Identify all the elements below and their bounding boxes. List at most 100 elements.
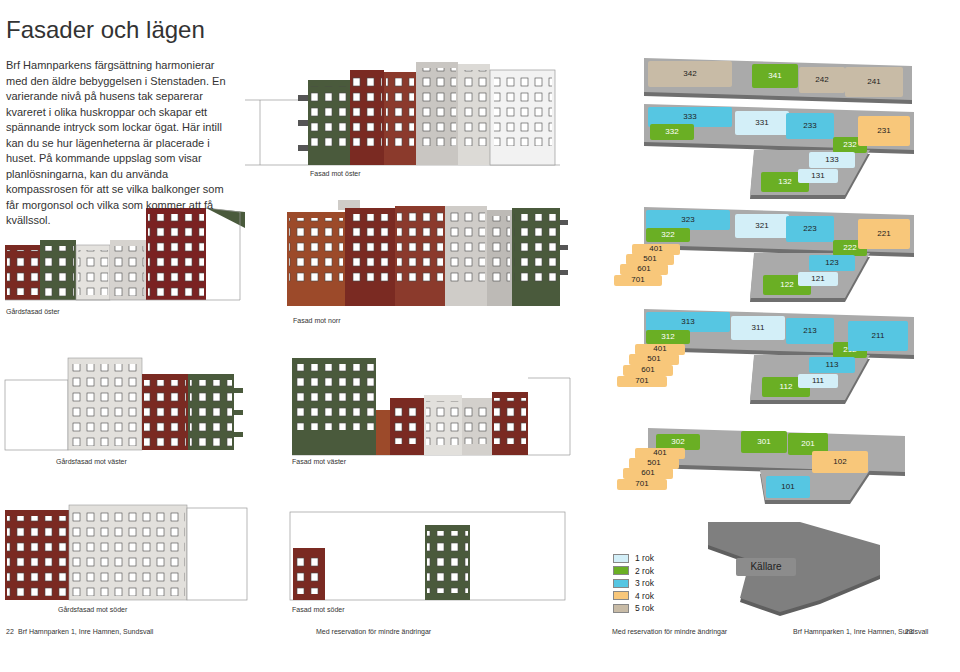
- apartment-number: 121: [811, 275, 824, 283]
- apartment-block: 332: [650, 124, 694, 140]
- legend-text: 4 rok: [635, 591, 654, 601]
- legend-row: 1 rok: [613, 553, 654, 563]
- apartment-number: 301: [757, 438, 770, 446]
- body-text: Brf Hamnparkens färgsättning harmonierar…: [6, 58, 238, 229]
- apartment-block: 102: [812, 451, 868, 473]
- apartment-number: 242: [815, 76, 828, 84]
- apartment-block: 221: [858, 219, 910, 249]
- apartment-block: 331: [735, 111, 789, 135]
- apartment-block: 601: [623, 365, 673, 376]
- legend-swatch: [613, 554, 629, 563]
- apartment-number: 313: [681, 318, 694, 326]
- apartment-number: 213: [803, 327, 816, 335]
- apartment-block: 401: [632, 244, 680, 255]
- apartment-block: 401: [635, 344, 685, 355]
- apartment-number: 701: [635, 480, 648, 488]
- apartment-number: 222: [843, 244, 856, 252]
- apartment-number: 321: [755, 222, 768, 230]
- apartment-block: 233: [786, 113, 834, 139]
- apartment-number: 331: [755, 119, 768, 127]
- apartment-number: 322: [661, 231, 674, 239]
- apartment-number: 342: [683, 70, 696, 78]
- apartment-block: 241: [845, 67, 903, 97]
- apartment-block: 601: [623, 468, 673, 479]
- facade-label: Fasad mot norr: [293, 317, 340, 324]
- facade-label: Fasad mot söder: [292, 606, 345, 613]
- apartment-number: 113: [826, 361, 839, 369]
- legend-row: 5 rok: [613, 603, 654, 613]
- apartment-number: 333: [683, 113, 696, 121]
- apartment-number: 221: [877, 230, 890, 238]
- apartment-number: 211: [872, 332, 885, 340]
- apartment-number: 122: [780, 281, 793, 289]
- apartment-block: 601: [620, 264, 668, 275]
- legend-row: 2 rok: [613, 566, 654, 576]
- apartment-number: 102: [833, 458, 846, 466]
- apartment-number: 601: [641, 469, 654, 477]
- apartment-block: 341: [752, 64, 798, 88]
- apartment-number: 231: [877, 127, 890, 135]
- apartment-block: 301: [741, 431, 787, 453]
- apartment-block: 501: [626, 254, 674, 265]
- footer-text: Med reservation för mindre ändringar: [316, 628, 431, 635]
- apartment-block: 211: [848, 321, 908, 351]
- apartment-block: 311: [731, 316, 785, 340]
- apartment-block: 701: [617, 479, 667, 490]
- legend-text: 2 rok: [635, 566, 654, 576]
- apartment-block: 401: [635, 448, 685, 459]
- facade-label: Fasad mot väster: [292, 458, 346, 465]
- apartment-block: 501: [629, 354, 679, 365]
- apartment-block: 342: [648, 61, 732, 87]
- legend-swatch: [613, 566, 629, 575]
- apartment-number: 311: [752, 324, 765, 332]
- apartment-number: 112: [780, 383, 793, 391]
- legend-row: 3 rok: [613, 578, 654, 588]
- legend-text: 1 rok: [635, 553, 654, 563]
- apartment-number: 101: [781, 483, 794, 491]
- apartment-block: 231: [858, 116, 910, 146]
- apartment-block: 323: [646, 210, 730, 230]
- apartment-number: 201: [801, 440, 814, 448]
- apartment-number: 501: [643, 255, 656, 263]
- apartment-number: 401: [653, 345, 666, 353]
- legend-text: 5 rok: [635, 603, 654, 613]
- legend-swatch: [613, 579, 629, 588]
- apartment-number: 401: [653, 449, 666, 457]
- apartment-number: 501: [647, 459, 660, 467]
- apartment-number: 501: [647, 355, 660, 363]
- footer-text: Brf Hamnparken 1, Inre Hamnen, Sundsvall: [18, 628, 153, 635]
- apartment-block: 123: [809, 255, 855, 271]
- apartment-block: 223: [786, 216, 834, 242]
- apartment-number: 323: [681, 216, 694, 224]
- apartment-number: 701: [635, 377, 648, 385]
- apartment-block: 213: [786, 318, 834, 344]
- apartment-number: 123: [825, 259, 838, 267]
- facade-label: Gårdsfasad öster: [6, 308, 60, 315]
- apartment-number: 701: [631, 276, 644, 284]
- apartment-number: 132: [778, 178, 791, 186]
- apartment-number: 233: [803, 122, 816, 130]
- apartment-block: 101: [766, 476, 810, 498]
- facade-label: Fasad mot öster: [310, 170, 361, 177]
- apartment-block: 701: [614, 275, 662, 286]
- apartment-block: 313: [646, 312, 730, 332]
- apartment-block: 501: [629, 458, 679, 469]
- page-title: Fasader och lägen: [6, 16, 205, 44]
- legend-swatch: [613, 591, 629, 600]
- apartment-number: 131: [811, 172, 824, 180]
- apartment-number: 223: [803, 225, 816, 233]
- apartment-number: 111: [812, 377, 824, 385]
- apartment-block: 113: [809, 357, 855, 373]
- apartment-number: 241: [867, 78, 880, 86]
- legend-text: 3 rok: [635, 578, 654, 588]
- apartment-number: 332: [665, 128, 678, 136]
- apartment-number: 601: [637, 265, 650, 273]
- legend-row: 4 rok: [613, 591, 654, 601]
- apartment-number: 601: [641, 366, 654, 374]
- page-number: 22: [6, 628, 14, 635]
- legend-swatch: [613, 604, 629, 613]
- apartment-block: 312: [646, 330, 690, 344]
- page-number: 23: [905, 628, 913, 635]
- basement-block: Källare: [736, 558, 796, 576]
